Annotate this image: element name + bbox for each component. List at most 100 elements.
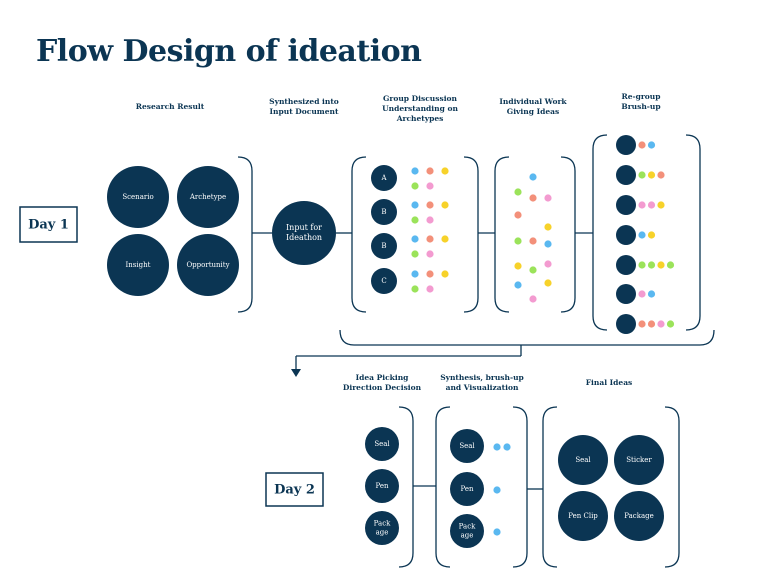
regroup-circle [616, 165, 636, 185]
stage-label-individual-work: Individual Work [499, 97, 567, 106]
synthesis-circle-pen [450, 472, 484, 506]
picking-circle-package [365, 511, 399, 545]
regroup-sticky-dot [647, 261, 656, 269]
research-circle-insight [107, 234, 169, 296]
individual-sticky-dot [514, 262, 522, 270]
day2-label: Day 2 [274, 483, 315, 498]
regroup-sticky-dot [647, 141, 656, 149]
final-circle-package-label: Package [624, 512, 654, 520]
group-sticky-dot [426, 285, 434, 293]
individual-sticky-dot [529, 173, 537, 181]
group-sticky-dot [411, 167, 419, 175]
final-circle-seal [558, 435, 608, 485]
regroup-sticky-dot [666, 261, 675, 269]
group-circle-b [371, 233, 397, 259]
group-circle-c [371, 268, 397, 294]
stage-label-synthesis: and Visualization [446, 383, 519, 392]
individual-sticky-dot [544, 223, 552, 231]
research-circle-opportunity-label: Opportunity [186, 261, 229, 269]
individual-sticky-dot [544, 279, 552, 287]
research-bracket [237, 156, 253, 313]
input-ideathon-circle [272, 201, 336, 265]
group-sticky-dot [426, 216, 434, 224]
regroup-bracket-close [685, 134, 701, 331]
final-circle-pen-clip [558, 491, 608, 541]
group-sticky-dot [441, 270, 449, 278]
group-sticky-dot [411, 235, 419, 243]
picking-circle-pen [365, 469, 399, 503]
synthesis-sticky-dot [493, 486, 501, 494]
synthesis-circle-seal-label: Seal [459, 442, 475, 450]
individual-sticky-dot [514, 237, 522, 245]
synthesis-sticky-dot [503, 443, 511, 451]
final-circle-sticker [614, 435, 664, 485]
regroup-bracket-open [592, 134, 608, 331]
stage-label-group-discussion: Archetypes [396, 114, 444, 123]
research-circle-scenario-label: Scenario [122, 193, 153, 201]
regroup-circle [616, 195, 636, 215]
regroup-sticky-dot [647, 231, 656, 239]
input-ideathon-circle-label: Ideathon [286, 233, 322, 242]
synthesis-sticky-dot [493, 443, 501, 451]
regroup-sticky-dot [638, 261, 646, 269]
group-sticky-dot [441, 167, 449, 175]
individual-sticky-dot [514, 281, 522, 289]
picking-circle-package-label: age [376, 529, 389, 537]
synthesis-circle-package-label: age [461, 532, 474, 540]
stage-label-synthesis: Synthesis, brush-up [440, 373, 524, 382]
final-bracket-close [664, 406, 680, 568]
group-bracket-open [351, 156, 367, 313]
regroup-sticky-dot [647, 320, 656, 328]
picking-bracket-close [398, 406, 414, 568]
group-sticky-dot [426, 270, 434, 278]
regroup-sticky-dot [638, 141, 646, 149]
picking-circle-package-label: Pack [374, 520, 391, 528]
synthesis-bracket-close [512, 406, 528, 568]
research-circle-scenario [107, 166, 169, 228]
synthesis-circle-package [450, 514, 484, 548]
day1-label: Day 1 [28, 218, 69, 233]
regroup-sticky-dot [638, 171, 646, 179]
group-sticky-dot [426, 167, 434, 175]
regroup-sticky-dot [657, 261, 665, 269]
group-sticky-dot [411, 250, 419, 258]
individual-sticky-dot [544, 194, 552, 202]
input-ideathon-circle-label: Input for [286, 223, 322, 232]
regroup-sticky-dot [638, 290, 646, 298]
final-bracket-open [542, 406, 558, 568]
final-circle-seal-label: Seal [575, 456, 591, 464]
group-sticky-dot [426, 201, 434, 209]
regroup-circle [616, 135, 636, 155]
group-sticky-dot [426, 182, 434, 190]
regroup-sticky-dot [638, 201, 646, 209]
individual-bracket-close [560, 156, 576, 313]
stage-label-synthesized: Synthesized into [269, 97, 339, 106]
group-sticky-dot [441, 201, 449, 209]
individual-bracket-open [494, 156, 510, 313]
stage-label-final-ideas: Final Ideas [586, 378, 633, 387]
stage-label-individual-work: Giving Ideas [507, 107, 559, 116]
stage-label-regroup: Brush-up [621, 102, 660, 111]
day1-box [19, 206, 78, 243]
research-circle-insight-label: Insight [126, 261, 151, 269]
regroup-circle [616, 314, 636, 334]
group-circle-c-label: C [381, 277, 386, 285]
picking-circle-pen-label: Pen [375, 482, 389, 490]
day2-box [265, 472, 324, 507]
group-circle-b-label: B [381, 242, 386, 250]
day1-bottom-bracket [339, 329, 715, 346]
regroup-sticky-dot [647, 290, 656, 298]
synthesis-circle-seal [450, 429, 484, 463]
group-sticky-dot [411, 216, 419, 224]
research-circle-archetype-label: Archetype [189, 193, 226, 201]
regroup-sticky-dot [657, 320, 665, 328]
individual-sticky-dot [544, 240, 552, 248]
research-circle-opportunity [177, 234, 239, 296]
group-sticky-dot [426, 235, 434, 243]
regroup-sticky-dot [657, 171, 665, 179]
picking-circle-seal [365, 427, 399, 461]
regroup-sticky-dot [666, 320, 675, 328]
individual-sticky-dot [529, 237, 537, 245]
group-circle-a [371, 165, 397, 191]
